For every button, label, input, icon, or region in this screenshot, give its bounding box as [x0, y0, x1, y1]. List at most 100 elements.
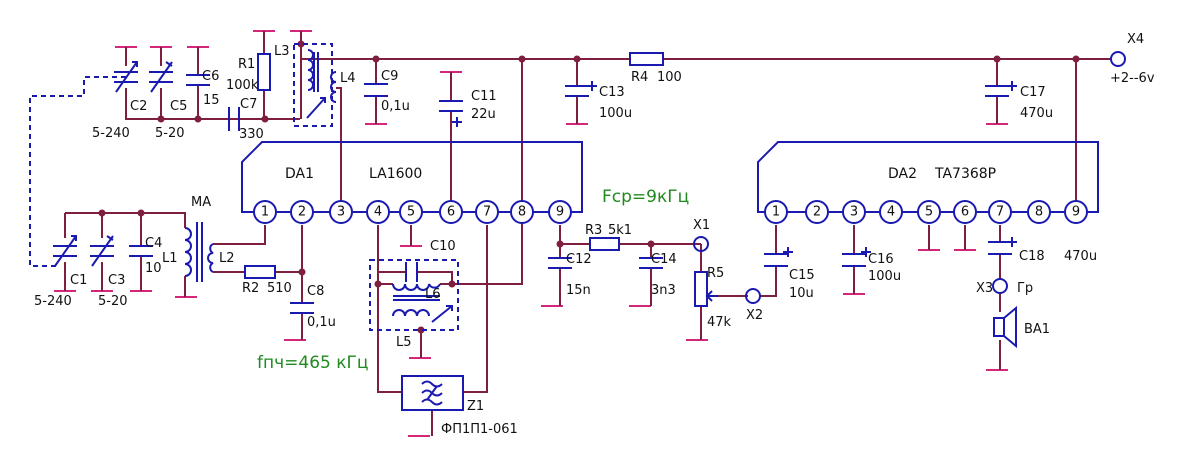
svg-text:8: 8	[1035, 205, 1043, 220]
cutoff-frequency-annotation: Fср=9кГц	[602, 187, 689, 207]
svg-text:4: 4	[887, 205, 895, 220]
r1-value-label: 100k	[226, 78, 259, 93]
c2-ref-label: C2	[130, 99, 147, 114]
da2-pin-4: 4	[879, 200, 903, 224]
polarity-marks	[452, 81, 1017, 257]
da2-pin-7: 7	[988, 200, 1012, 224]
c11-value-label: 22u	[471, 107, 496, 122]
ba1-ref-label: BA1	[1024, 322, 1050, 337]
c3-ref-label: C3	[108, 273, 125, 288]
c12-value-label: 15n	[566, 283, 591, 298]
da1-pin-2: 2	[290, 200, 314, 224]
svg-text:7: 7	[483, 205, 491, 220]
x4-supply-label: +2--6v	[1110, 71, 1155, 86]
svg-text:6: 6	[447, 205, 455, 220]
da2-pin-6: 6	[953, 200, 977, 224]
component-symbols	[53, 49, 1126, 411]
c9-value-label: 0,1u	[381, 99, 410, 114]
c4-ref-label: C4	[145, 236, 162, 251]
l6-ref-label: L6	[425, 287, 441, 302]
x3-ref-label: X3	[976, 281, 993, 296]
c8-value-label: 0,1u	[307, 315, 336, 330]
da2-pin-1: 1	[764, 200, 788, 224]
svg-text:9: 9	[1072, 205, 1080, 220]
c5-value-label: 5-20	[155, 126, 185, 141]
x1-ref-label: X1	[693, 218, 710, 233]
l2-ref-label: L2	[219, 251, 235, 266]
svg-text:6: 6	[961, 205, 969, 220]
da2-ref-label: DA2	[888, 166, 917, 182]
c13-value-label: 100u	[599, 106, 632, 121]
junction-dots	[98, 40, 1080, 334]
l5-ref-label: L5	[396, 335, 412, 350]
da2-pin-2: 2	[805, 200, 829, 224]
ma-ref-label: MA	[191, 195, 211, 210]
z1-part-label: ФП1П1-061	[441, 422, 518, 437]
c11-ref-label: C11	[471, 89, 497, 104]
r5-value-label: 47k	[707, 315, 732, 330]
da1-ref-label: DA1	[285, 166, 314, 182]
da2-part-label: TA7368P	[934, 166, 996, 182]
c14-value-label: 3n3	[651, 283, 676, 298]
da1-part-label: LA1600	[369, 166, 422, 182]
da2-pin-5: 5	[917, 200, 941, 224]
c16-ref-label: C16	[868, 252, 894, 267]
c6-value-label: 15	[203, 93, 220, 108]
r3-ref-label: R3	[585, 223, 602, 238]
da1-pin-9: 9	[548, 200, 572, 224]
c9-ref-label: C9	[381, 69, 398, 84]
l3-ref-label: L3	[274, 44, 290, 59]
svg-text:5: 5	[925, 205, 933, 220]
if-frequency-annotation: fпч=465 кГц	[257, 353, 368, 373]
wires	[64, 31, 1111, 436]
l4-ref-label: L4	[340, 71, 356, 86]
svg-text:3: 3	[337, 205, 345, 220]
x4-ref-label: X4	[1127, 32, 1144, 47]
r5-ref-label: R5	[707, 266, 724, 281]
r2-value-label: 510	[267, 281, 292, 296]
c15-value-label: 10u	[789, 286, 814, 301]
l5-l6-shield	[369, 259, 459, 331]
c17-value-label: 470u	[1020, 106, 1053, 121]
c2-value-label: 5-240	[92, 126, 130, 141]
svg-text:1: 1	[261, 205, 269, 220]
c5-ref-label: C5	[170, 99, 187, 114]
svg-text:9: 9	[556, 205, 564, 220]
c6-ref-label: C6	[202, 69, 219, 84]
da1-pin-8: 8	[510, 200, 534, 224]
da2-pin-9: 9	[1064, 200, 1088, 224]
x3-speaker-label: Гр	[1017, 281, 1033, 296]
r4-ref-label: R4	[631, 70, 648, 85]
svg-text:1: 1	[772, 205, 780, 220]
l3-l4-shield	[293, 43, 333, 127]
da2-pin-3: 3	[842, 200, 866, 224]
c7-ref-label: C7	[240, 97, 257, 112]
svg-text:2: 2	[298, 205, 306, 220]
r3-value-label: 5k1	[608, 223, 632, 238]
c18-value-label: 470u	[1064, 249, 1097, 264]
svg-text:4: 4	[374, 205, 382, 220]
c1-value-label: 5-240	[34, 294, 72, 309]
c18-ref-label: C18	[1019, 249, 1045, 264]
r4-value-label: 100	[657, 70, 682, 85]
c3-value-label: 5-20	[98, 294, 128, 309]
c7-value-label: 330	[239, 127, 264, 142]
r1-ref-label: R1	[238, 57, 255, 72]
svg-text:5: 5	[407, 205, 415, 220]
da1-pin-3: 3	[329, 200, 353, 224]
gang-tuning-link	[29, 76, 126, 267]
svg-text:7: 7	[996, 205, 1004, 220]
da1-pin-6: 6	[439, 200, 463, 224]
svg-text:3: 3	[850, 205, 858, 220]
c8-ref-label: C8	[307, 284, 324, 299]
z1-ref-label: Z1	[467, 399, 484, 414]
x2-ref-label: X2	[746, 308, 763, 323]
l1-ref-label: L1	[162, 251, 178, 266]
c17-ref-label: C17	[1020, 85, 1046, 100]
da1-pin-4: 4	[366, 200, 390, 224]
c14-ref-label: C14	[651, 252, 677, 267]
c4-value-label: 10	[145, 261, 162, 276]
da1-pin-7: 7	[475, 200, 499, 224]
svg-text:8: 8	[518, 205, 526, 220]
